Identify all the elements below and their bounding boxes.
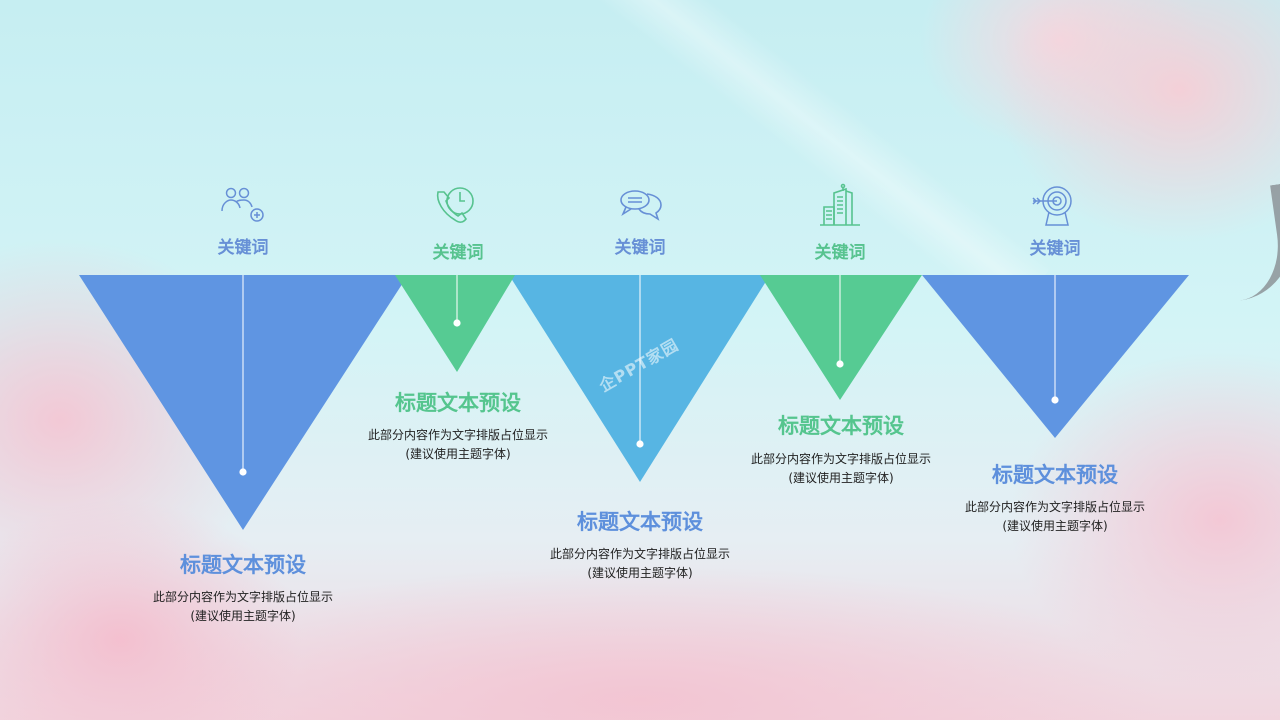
item-title-3: 标题文本预设 [577,510,703,534]
connector-dot-3 [636,440,644,448]
triangle-4 [760,275,922,400]
item-desc-1-line1: 此部分内容作为文字排版占位显示 [152,590,333,604]
item-desc-4-line1: 此部分内容作为文字排版占位显示 [750,452,931,466]
chat-bubbles-icon [617,186,665,234]
item-desc-4: 此部分内容作为文字排版占位显示 (建议使用主题字体) [721,450,961,488]
item-desc-5-line1: 此部分内容作为文字排版占位显示 [964,500,1145,514]
item-desc-3-line1: 此部分内容作为文字排版占位显示 [549,547,730,561]
item-desc-3: 此部分内容作为文字排版占位显示 (建议使用主题字体) [520,545,760,583]
connector-dot-2 [453,319,461,327]
item-desc-3-line2: (建议使用主题字体) [587,566,693,580]
item-desc-4-line2: (建议使用主题字体) [788,471,894,485]
item-desc-2: 此部分内容作为文字排版占位显示 (建议使用主题字体) [338,426,578,464]
item-desc-5-line2: (建议使用主题字体) [1002,519,1108,533]
item-title-5: 标题文本预设 [992,463,1118,487]
connector-dot-1 [239,468,247,476]
item-desc-1-line2: (建议使用主题字体) [190,609,296,623]
keyword-label-4: 关键词 [814,243,866,263]
keyword-label-2: 关键词 [432,243,484,263]
users-add-icon [219,184,267,232]
connector-dot-5 [1051,396,1059,404]
connector-dot-4 [836,360,844,368]
item-desc-5: 此部分内容作为文字排版占位显示 (建议使用主题字体) [935,498,1175,536]
item-desc-1: 此部分内容作为文字排版占位显示 (建议使用主题字体) [123,588,363,626]
target-icon [1030,184,1078,232]
keyword-label-1: 关键词 [217,238,269,258]
keyword-label-3: 关键词 [614,238,666,258]
buildings-icon [816,183,864,231]
item-desc-2-line2: (建议使用主题字体) [405,447,511,461]
item-desc-2-line1: 此部分内容作为文字排版占位显示 [367,428,548,442]
item-title-2: 标题文本预设 [395,391,521,415]
phone-clock-icon [433,183,481,231]
item-title-1: 标题文本预设 [180,553,306,577]
item-title-4: 标题文本预设 [778,414,904,438]
keyword-label-5: 关键词 [1029,239,1081,259]
